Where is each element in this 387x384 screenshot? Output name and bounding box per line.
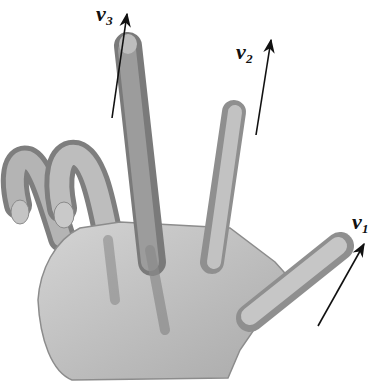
palm-shade [150, 250, 165, 330]
palm-shade [108, 240, 115, 300]
index-finger [212, 112, 234, 262]
thumb-highlight [250, 246, 338, 316]
fingernail [11, 200, 29, 224]
vector-arrow [318, 244, 364, 326]
vector-arrow [256, 40, 271, 135]
vector-label: v₂ [236, 40, 253, 64]
middle-finger [128, 46, 152, 262]
fingernail [54, 202, 74, 228]
middle-shade [127, 50, 150, 262]
index-highlight [214, 112, 235, 262]
vector-label: v₁ [352, 210, 369, 234]
vector-label: v₃ [96, 2, 113, 26]
thumb [250, 246, 340, 318]
vector-arrow [112, 14, 127, 118]
